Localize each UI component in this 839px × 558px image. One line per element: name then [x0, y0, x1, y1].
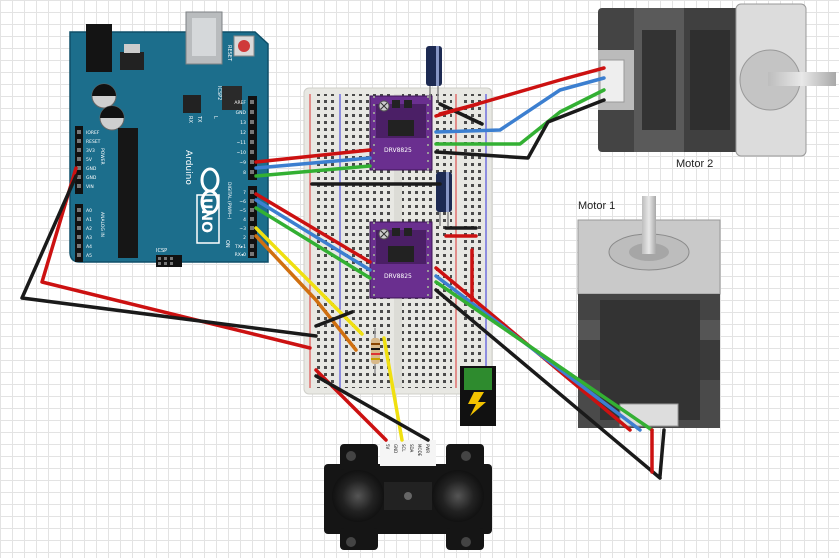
pin-11-label: ~11 — [237, 140, 247, 146]
sensor-pin-scl: SCL — [401, 444, 406, 452]
driver-1: DRV8825 — [369, 95, 433, 171]
pin-10-label: ~10 — [237, 150, 247, 156]
pin-gnd2-label: GND — [86, 175, 97, 181]
sensor-pin-pwr: PWR — [425, 444, 430, 453]
pin-3-label: ~3 — [239, 226, 246, 232]
wire-gnd-black — [20, 174, 318, 338]
power-pin-labels: IOREF RESET 3V3 5V GND GND VIN — [86, 130, 101, 190]
wire-top-black — [438, 102, 484, 126]
analog-pin-labels: A0 A1 A2 A3 A4 A5 — [86, 208, 92, 259]
wire-motor2-black — [434, 98, 606, 160]
pin-5-label: ~5 — [239, 208, 246, 214]
icsp2-label: ICSP2 — [216, 86, 222, 100]
on-label: ON — [224, 240, 230, 248]
arduino-model-text: UNO — [198, 198, 214, 233]
tx-label: TX — [196, 115, 202, 123]
pin-13-label: 13 — [240, 120, 246, 126]
wire-motor1-green — [434, 280, 654, 432]
pin-8-label: 8 — [243, 170, 246, 176]
wire-motor2-blue — [434, 76, 606, 134]
sensor-lens-left — [332, 470, 384, 522]
motor-2: Motor 2 — [598, 3, 836, 170]
analog-header — [75, 204, 83, 262]
driver-2: DRV8825 — [369, 221, 433, 299]
pin-6-label: ~6 — [239, 199, 246, 205]
atmega-chip — [118, 128, 138, 258]
motor-1: Motor 1 — [577, 196, 721, 428]
pin-gnd-label: GND — [86, 166, 97, 172]
arduino-uno-board: RESET ICSP2 TX RX L Arduino UNO ON ICSP — [69, 11, 269, 267]
wire-d7-red — [254, 192, 372, 264]
dc-power-jack — [460, 366, 496, 426]
wire-5v-red — [40, 166, 312, 350]
wire-top-red — [438, 102, 480, 116]
wire-d6-blue — [254, 198, 372, 272]
pin-9-label: ~9 — [239, 160, 246, 166]
capacitor-top — [426, 46, 442, 100]
wire-motor2-green — [434, 88, 606, 146]
pin-1-label: TX▸1 — [234, 244, 246, 250]
resistor — [371, 328, 380, 374]
sensor-pin-5v: 5V — [385, 444, 390, 450]
driver-2-label: DRV8825 — [384, 273, 412, 280]
wire-d10-blue — [254, 156, 372, 170]
pin-5v-label: 5V — [86, 157, 93, 163]
sensor-pin-mode: MODE — [417, 444, 422, 457]
sensor-pin-gnd: GND — [393, 444, 398, 453]
capacitor-bottom — [436, 172, 452, 226]
pin-7-label: 7 — [243, 190, 246, 196]
arduino-brand-text: Arduino — [183, 150, 193, 185]
pin-a1-label: A1 — [86, 217, 92, 223]
wire-motor1-black — [434, 288, 662, 480]
wire-motor1-black2 — [658, 428, 666, 478]
top-digital-header — [248, 96, 257, 180]
reset-label: RESET — [226, 45, 232, 62]
wire-bb-black — [314, 310, 354, 328]
pin-gnd3-label: GND — [236, 110, 247, 116]
driver-1-label: DRV8825 — [384, 147, 412, 154]
pin-0-label: RX◂0 — [235, 252, 246, 258]
pin-a0-label: A0 — [86, 208, 92, 214]
pin-a3-label: A3 — [86, 235, 92, 241]
analog-section-label: ANALOG IN — [99, 212, 105, 237]
l-label: L — [212, 116, 218, 119]
pin-vin-label: VIN — [86, 184, 94, 190]
bottom-digital-header — [248, 186, 257, 258]
pin-a2-label: A2 — [86, 226, 92, 232]
pin-2-label: 2 — [243, 235, 246, 241]
wire-d11-red — [254, 148, 372, 164]
pin-reset-label: RESET — [86, 139, 101, 145]
sensor-pin-sda: SDA — [409, 444, 414, 453]
motor-2-label: Motor 2 — [676, 158, 713, 170]
power-jack — [86, 24, 112, 72]
pin-a4-label: A4 — [86, 244, 92, 250]
pin-4-label: 4 — [243, 217, 246, 223]
wires — [20, 66, 666, 480]
wire-d5-green — [254, 206, 372, 280]
sensor-lens-right — [432, 470, 484, 522]
lightning-icon — [468, 392, 486, 416]
power-section-label: POWER — [99, 148, 105, 165]
wire-orange — [254, 234, 358, 352]
rx-label: RX — [187, 116, 193, 123]
arduino-logo — [200, 167, 220, 215]
digital-pin-labels: AREF GND 13 12 ~11 ~10 ~9 8 7 ~6 ~5 4 ~3… — [234, 100, 246, 258]
icsp-label: ICSP — [156, 248, 167, 254]
pin-12-label: 12 — [240, 130, 246, 136]
pin-a5-label: A5 — [86, 253, 92, 259]
icsp-header — [156, 255, 182, 267]
pin-3v3-label: 3V3 — [86, 148, 95, 154]
digital-section-label: DIGITAL (PWM~) — [226, 182, 232, 220]
pin-ioref-label: IOREF — [86, 130, 100, 136]
wire-d9-green — [254, 164, 372, 178]
pin-aref-label: AREF — [234, 100, 246, 106]
wire-sensor-black — [314, 374, 430, 442]
distance-sensor: 5V GND SCL SDA MODE PWR — [324, 440, 492, 550]
motor-1-label: Motor 1 — [578, 200, 615, 212]
